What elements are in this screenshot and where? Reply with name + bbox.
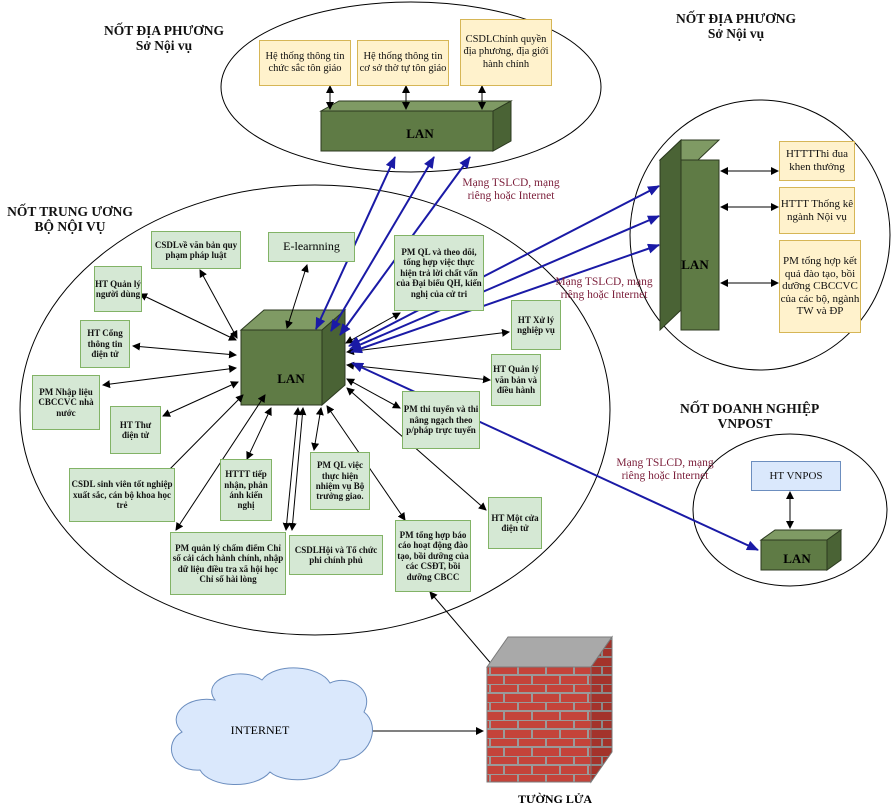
central-box-ht-xuly[interactable]: HT Xử lý nghiệp vụ <box>511 300 561 350</box>
local-left-box-1[interactable]: Hệ thống thông tin chức sắc tôn giáo <box>259 40 351 86</box>
local-right-subtitle: Sở Nội vụ <box>707 25 765 41</box>
local-left-subtitle: Sở Nội vụ <box>135 37 193 53</box>
network-note-3-line-2: riêng hoặc Internet <box>621 470 709 483</box>
network-note-2: Mạng TSLCD, mạng riêng hoặc Internet <box>545 276 663 302</box>
lan-local-right <box>658 138 721 332</box>
network-note-3: Mạng TSLCD, mạng riêng hoặc Internet <box>606 457 724 483</box>
firewall-label: TƯỜNG LỬA <box>517 792 593 806</box>
network-note-1-line-2: riêng hoặc Internet <box>467 190 555 203</box>
network-note-1: Mạng TSLCD, mạng riêng hoặc Internet <box>452 177 570 203</box>
lan-label-local-left: LAN <box>406 126 434 141</box>
lan-label-enterprise: LAN <box>783 551 811 566</box>
lan-central <box>239 308 347 407</box>
internet-cloud <box>170 667 373 785</box>
central-box-pm-ql-theodoi[interactable]: PM QL và theo dõi, tổng hợp việc thực hi… <box>394 235 484 311</box>
local-left-box-3[interactable]: CSDLChính quyền địa phương, địa giới hàn… <box>460 19 552 86</box>
central-title: NỐT TRUNG ƯƠNG BỘ NỘI VỤ <box>0 204 140 235</box>
central-box-ht-quanly-vanban[interactable]: HT Quản lý văn bản và điều hành <box>491 354 541 406</box>
central-box-ht-quanly-nguoidung[interactable]: HT Quản lý người dùng <box>94 266 142 312</box>
central-subtitle: BỘ NỘI VỤ <box>34 218 106 234</box>
local-right-box-1[interactable]: HTTTThi đua khen thưởng <box>779 141 855 181</box>
lan-enterprise <box>759 529 843 571</box>
local-left-title-text: NỐT ĐỊA PHƯƠNG <box>103 23 224 38</box>
central-box-ht-thudientu[interactable]: HT Thư điện tử <box>110 406 161 454</box>
local-right-box-2[interactable]: HTTT Thống kê ngành Nội vụ <box>779 187 855 234</box>
network-note-2-line-2: riêng hoặc Internet <box>560 289 648 302</box>
central-box-csdl-hoi[interactable]: CSDLHội và Tổ chức phi chính phủ <box>289 535 383 575</box>
local-right-box-3[interactable]: PM tổng hợp kết quả đào tạo, bồi dưỡng C… <box>779 240 861 333</box>
central-box-csdl-vanban[interactable]: CSDLvề văn bản quy phạm pháp luật <box>151 231 241 269</box>
central-box-pm-nhaplieu[interactable]: PM Nhập liệu CBCCVC nhà nước <box>32 375 100 430</box>
local-right-title-text: NỐT ĐỊA PHƯƠNG <box>675 11 796 26</box>
local-left-title: NỐT ĐỊA PHƯƠNG Sở Nội vụ <box>92 23 236 54</box>
internet-label: INTERNET <box>230 723 290 737</box>
network-note-3-line-1: Mạng TSLCD, mạng <box>616 457 714 469</box>
central-box-pm-ql-nhiemvu[interactable]: PM QL việc thực hiện nhiệm vụ Bộ trưởng … <box>310 452 370 510</box>
network-note-2-line-1: Mạng TSLCD, mạng <box>555 276 653 288</box>
central-title-text: NỐT TRUNG ƯƠNG <box>7 204 133 219</box>
central-box-pm-tonghop[interactable]: PM tổng hợp báo cáo hoạt động đào tạo, b… <box>395 520 471 592</box>
enterprise-title: NỐT DOANH NGHIỆP VNPOST <box>680 401 820 432</box>
central-box-pm-thituyen[interactable]: PM thi tuyển và thi nâng ngạch theo p/ph… <box>402 391 480 449</box>
central-box-csdl-sinhvien[interactable]: CSDL sinh viên tốt nghiệp xuất sắc, cán … <box>69 468 175 522</box>
enterprise-subtitle: VNPOST <box>717 415 773 431</box>
firewall <box>486 635 613 784</box>
central-box-ht-congthongtin[interactable]: HT Cổng thông tin điện tử <box>80 320 130 368</box>
central-box-elearning[interactable]: E-learnning <box>268 232 355 262</box>
central-box-ht-motcua[interactable]: HT Một cửa điện tử <box>488 497 542 549</box>
central-box-httt-tiepnhan[interactable]: HTTT tiếp nhận, phản ánh kiến nghị <box>220 459 272 521</box>
enterprise-box-vnpost[interactable]: HT VNPOS <box>751 461 841 491</box>
enterprise-title-text: NỐT DOANH NGHIỆP <box>680 401 820 416</box>
network-note-1-line-1: Mạng TSLCD, mạng <box>462 177 560 189</box>
local-right-title: NỐT ĐỊA PHƯƠNG Sở Nội vụ <box>664 11 808 42</box>
central-box-pm-chamdiem[interactable]: PM quản lý chấm điểm Chỉ số cải cách hàn… <box>170 532 286 595</box>
lan-label-central: LAN <box>277 371 305 386</box>
local-left-box-2[interactable]: Hệ thống thông tin cơ sở thờ tự tôn giáo <box>357 40 449 86</box>
lan-label-local-right: LAN <box>681 257 709 272</box>
